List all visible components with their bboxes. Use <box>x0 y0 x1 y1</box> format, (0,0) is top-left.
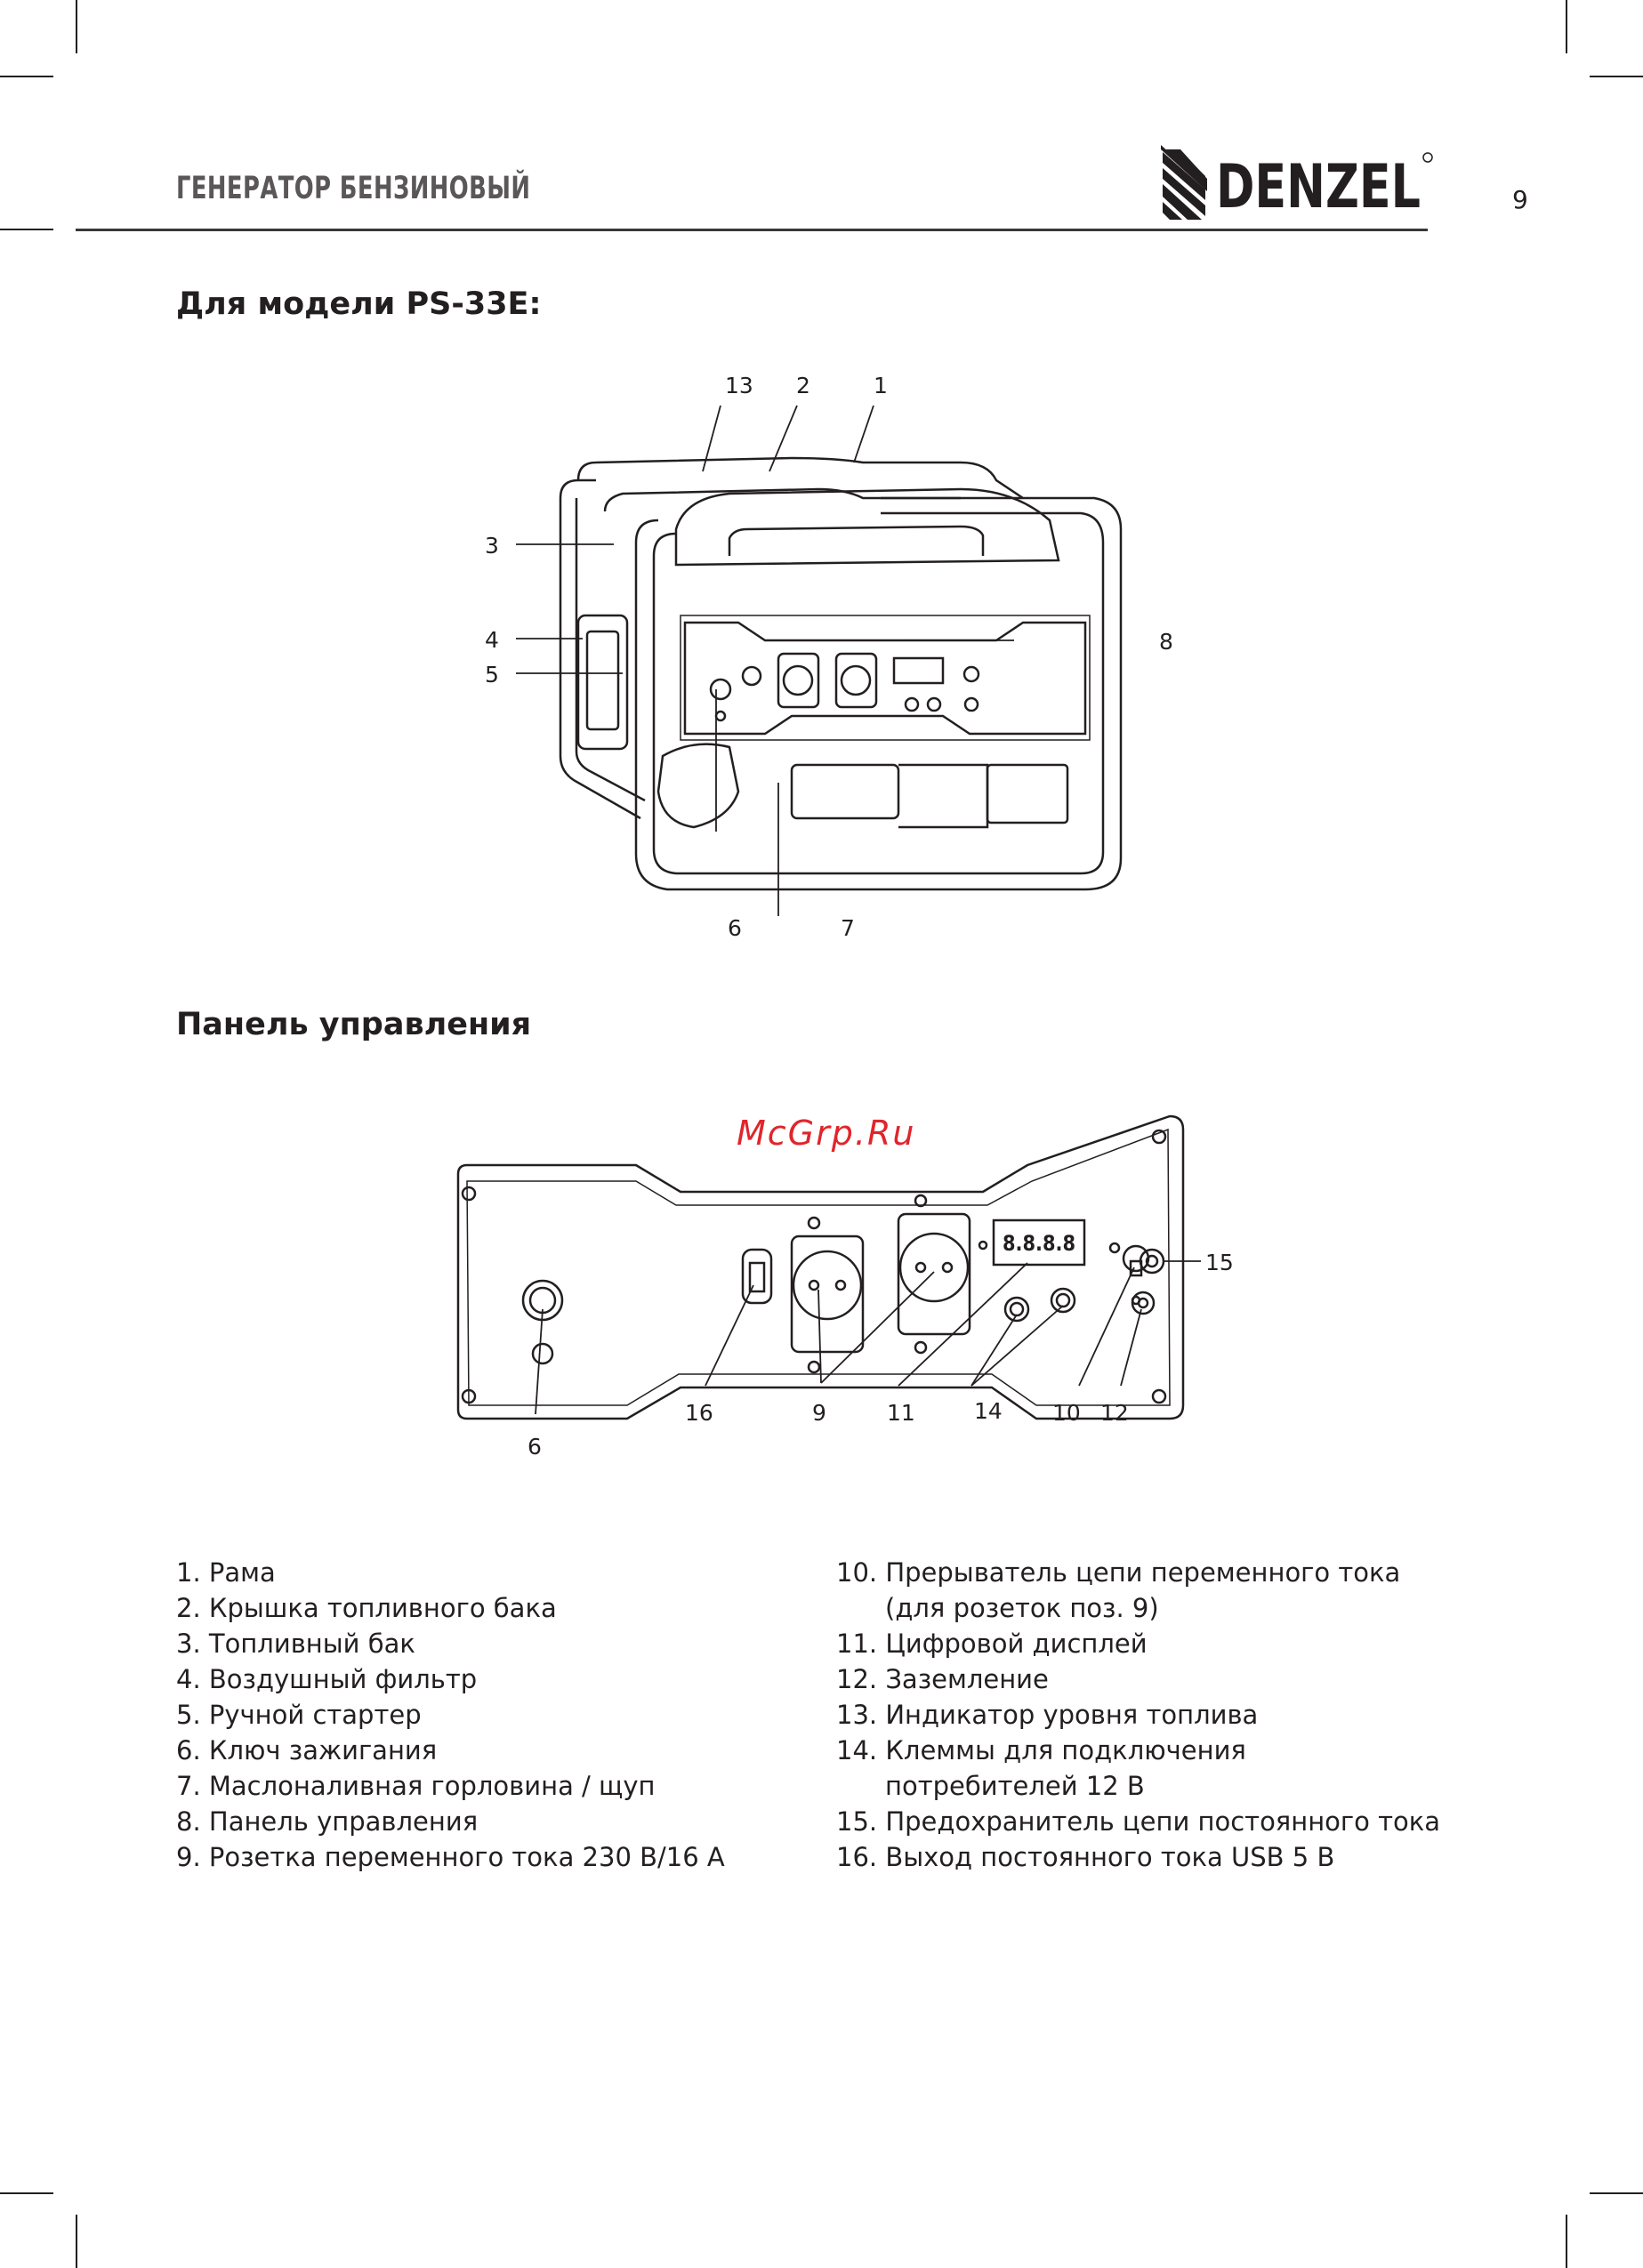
callout-1: 1 <box>874 374 888 398</box>
generator-illustration: 13 2 1 3 4 5 8 6 7 <box>485 374 1173 941</box>
callout-13: 13 <box>725 374 753 398</box>
section-title-model: Для модели PS-33E: <box>176 286 542 322</box>
control-panel-illustration: 8.8.8.8 15 16 9 11 14 10 12 6 <box>456 1114 1234 1459</box>
callout-2: 2 <box>796 374 810 398</box>
legend-item: 4. Воздушный фильтр <box>176 1664 478 1694</box>
crop-mark <box>0 2192 53 2194</box>
watermark: McGrp.Ru <box>737 1114 916 1153</box>
callout-12: 12 <box>1100 1400 1129 1426</box>
callout-16: 16 <box>685 1400 713 1426</box>
legend-left: 1. Рама 2. Крышка топливного бака 3. Топ… <box>176 1555 725 1875</box>
crop-mark <box>76 2215 77 2268</box>
crop-mark <box>1590 76 1643 77</box>
callout-11: 11 <box>887 1400 915 1426</box>
callout-7: 7 <box>841 915 855 941</box>
legend-item: 8. Панель управления <box>176 1806 479 1837</box>
callout-6-panel: 6 <box>528 1434 542 1459</box>
callout-9: 9 <box>812 1400 826 1426</box>
brand-logo: DENZEL <box>1161 145 1433 222</box>
callout-4: 4 <box>485 627 499 653</box>
crop-mark <box>76 0 77 53</box>
section-title-panel: Панель управления <box>176 1007 532 1042</box>
legend-item: 16. Выход постоянного тока USB 5 В <box>836 1842 1335 1872</box>
crop-mark <box>1566 0 1567 53</box>
crop-mark <box>1590 2192 1643 2194</box>
legend-item: 5. Ручной стартер <box>176 1700 422 1730</box>
brand-logo-mark-icon <box>1161 145 1207 220</box>
callout-6: 6 <box>728 915 742 941</box>
legend-item: 7. Маслоналивная горловина / щуп <box>176 1771 656 1801</box>
legend-item: 1. Рама <box>176 1557 276 1588</box>
brand-logo-text: DENZEL <box>1216 152 1421 222</box>
callout-3: 3 <box>485 533 499 559</box>
legend-item: 9. Розетка переменного тока 230 В/16 А <box>176 1842 725 1872</box>
crop-mark <box>1566 2215 1567 2268</box>
callout-10: 10 <box>1052 1400 1081 1426</box>
page-header-title: ГЕНЕРАТОР БЕНЗИНОВЫЙ <box>176 171 531 206</box>
callout-14: 14 <box>974 1398 1003 1424</box>
digital-display-readout: 8.8.8.8 <box>1003 1231 1075 1256</box>
legend-item: 13. Индикатор уровня топлива <box>836 1700 1259 1730</box>
legend-item: 12. Заземление <box>836 1664 1049 1694</box>
legend-right: 10. Прерыватель цепи переменного тока (д… <box>836 1555 1440 1875</box>
callout-8: 8 <box>1159 629 1173 655</box>
page-number: 9 <box>1512 185 1528 214</box>
legend-item: 14. Клеммы для подключения <box>836 1735 1246 1765</box>
legend-item-continuation: потребителей 12 В <box>885 1771 1145 1801</box>
callout-5: 5 <box>485 662 499 688</box>
legend-item: 10. Прерыватель цепи переменного тока <box>836 1557 1401 1588</box>
legend-item-continuation: (для розеток поз. 9) <box>885 1593 1159 1623</box>
crop-mark <box>0 76 53 77</box>
legend-item: 11. Цифровой дисплей <box>836 1629 1148 1659</box>
legend-item: 15. Предохранитель цепи постоянного тока <box>836 1806 1441 1837</box>
crop-mark <box>0 229 53 230</box>
header-rule <box>76 229 1428 231</box>
callout-15: 15 <box>1205 1250 1234 1275</box>
legend-item: 2. Крышка топливного бака <box>176 1593 557 1623</box>
legend-item: 3. Топливный бак <box>176 1629 415 1659</box>
legend-item: 6. Ключ зажигания <box>176 1735 438 1765</box>
